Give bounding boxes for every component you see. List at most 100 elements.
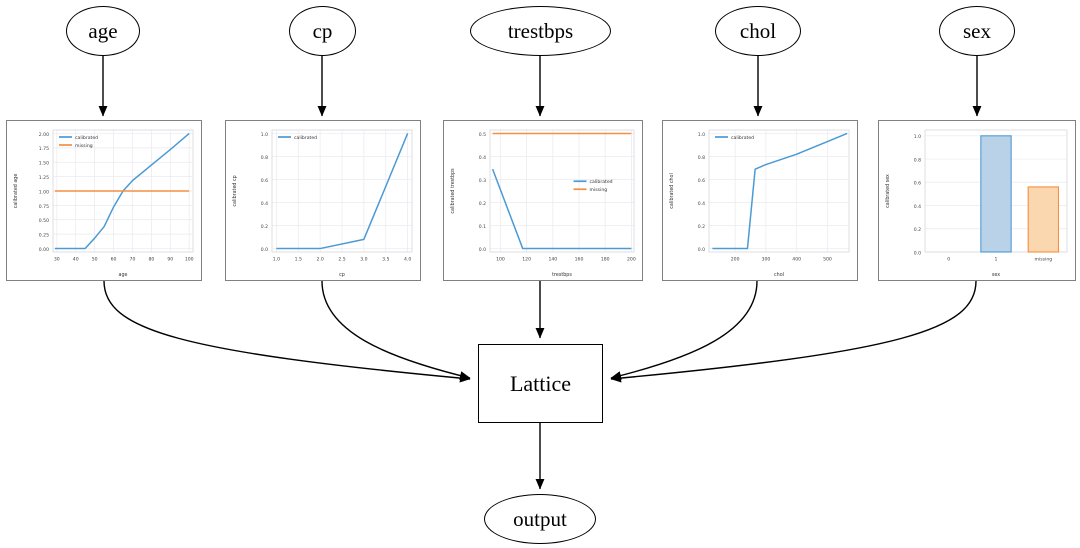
node-input-trestbps[interactable]: trestbps bbox=[470, 6, 611, 56]
svg-text:90: 90 bbox=[167, 257, 173, 263]
calibrator-panel-chol: 0.0 0.2 0.4 0.6 0.8 1.0 200 300 400 500 chol calibr… bbox=[662, 120, 858, 281]
svg-text:300: 300 bbox=[762, 257, 771, 263]
svg-text:30: 30 bbox=[54, 257, 60, 263]
svg-text:400: 400 bbox=[792, 257, 801, 263]
node-input-sex[interactable]: sex bbox=[939, 6, 1015, 56]
svg-text:120: 120 bbox=[522, 257, 531, 263]
svg-text:calibrated: calibrated bbox=[75, 135, 98, 141]
svg-text:1.00: 1.00 bbox=[39, 189, 49, 195]
svg-text:0.8: 0.8 bbox=[261, 155, 268, 161]
svg-text:2.0: 2.0 bbox=[316, 257, 323, 263]
node-label: chol bbox=[739, 18, 777, 43]
svg-text:80: 80 bbox=[148, 257, 154, 263]
node-input-cp[interactable]: cp bbox=[289, 6, 356, 56]
svg-text:0.6: 0.6 bbox=[698, 178, 705, 184]
svg-text:1.5: 1.5 bbox=[295, 257, 302, 263]
svg-text:calibrated: calibrated bbox=[731, 135, 754, 141]
svg-text:3.5: 3.5 bbox=[382, 257, 389, 263]
edge-cp-to-lattice bbox=[321, 280, 471, 380]
svg-text:0.4: 0.4 bbox=[698, 201, 705, 207]
svg-text:0.3: 0.3 bbox=[479, 178, 486, 184]
svg-text:0.00: 0.00 bbox=[39, 247, 49, 253]
svg-text:2.00: 2.00 bbox=[39, 132, 49, 138]
node-output[interactable]: output bbox=[484, 494, 596, 544]
svg-text:calibrated age: calibrated age bbox=[13, 174, 19, 209]
svg-text:0.2: 0.2 bbox=[914, 227, 921, 233]
svg-text:100: 100 bbox=[185, 257, 194, 263]
svg-text:0.0: 0.0 bbox=[479, 247, 486, 253]
svg-text:0.6: 0.6 bbox=[914, 181, 921, 187]
svg-text:1.0: 1.0 bbox=[914, 134, 921, 140]
svg-text:chol: chol bbox=[774, 272, 784, 278]
node-label: trestbps bbox=[507, 18, 574, 43]
svg-text:missing: missing bbox=[1035, 257, 1053, 263]
svg-text:160: 160 bbox=[575, 257, 584, 263]
svg-text:cp: cp bbox=[339, 273, 345, 278]
svg-text:1.0: 1.0 bbox=[261, 132, 268, 138]
svg-text:0.0: 0.0 bbox=[698, 247, 705, 253]
svg-text:0.2: 0.2 bbox=[261, 224, 268, 230]
svg-text:0.25: 0.25 bbox=[39, 233, 49, 239]
svg-text:3.0: 3.0 bbox=[360, 257, 367, 263]
svg-text:0.4: 0.4 bbox=[914, 204, 921, 210]
svg-text:1.0: 1.0 bbox=[698, 132, 705, 138]
node-input-age[interactable]: age bbox=[66, 6, 140, 56]
svg-text:0: 0 bbox=[947, 257, 950, 263]
svg-text:0.6: 0.6 bbox=[261, 178, 268, 184]
svg-text:40: 40 bbox=[73, 257, 79, 263]
node-label: cp bbox=[312, 18, 333, 43]
svg-text:0.1: 0.1 bbox=[479, 224, 486, 230]
svg-text:calibrated cp: calibrated cp bbox=[232, 175, 238, 206]
node-input-chol[interactable]: chol bbox=[715, 6, 801, 56]
svg-text:200: 200 bbox=[731, 257, 740, 263]
svg-text:0.0: 0.0 bbox=[914, 250, 921, 256]
svg-text:calibrated sex: calibrated sex bbox=[885, 174, 891, 208]
svg-text:2.5: 2.5 bbox=[338, 257, 345, 263]
svg-text:1.75: 1.75 bbox=[39, 146, 49, 152]
calibrator-panel-sex: 0.0 0.2 0.4 0.6 0.8 1.0 0 1 missing sex calibrated… bbox=[878, 120, 1076, 281]
svg-text:age: age bbox=[119, 273, 128, 278]
node-lattice[interactable]: Lattice bbox=[478, 344, 603, 423]
svg-text:500: 500 bbox=[823, 257, 832, 263]
svg-text:0.8: 0.8 bbox=[698, 155, 705, 161]
svg-text:180: 180 bbox=[601, 257, 610, 263]
svg-text:calibrated trestbps: calibrated trestbps bbox=[450, 168, 456, 214]
node-label: sex bbox=[963, 18, 991, 43]
edge-sex-to-lattice bbox=[610, 280, 977, 383]
svg-text:0.4: 0.4 bbox=[261, 201, 268, 207]
svg-text:0.4: 0.4 bbox=[479, 155, 486, 161]
lattice-label: Lattice bbox=[509, 370, 572, 396]
calibrator-panel-age: 0.00 0.25 0.50 0.75 1.00 1.25 1.50 1.75 2.00 30 40… bbox=[6, 120, 202, 281]
calibrator-panel-trestbps: 0.0 0.1 0.2 0.3 0.4 0.5 100 120 140 160 180 200 tres… bbox=[443, 120, 643, 281]
svg-text:0.5: 0.5 bbox=[479, 132, 486, 138]
svg-text:0.75: 0.75 bbox=[39, 204, 49, 210]
svg-text:0.2: 0.2 bbox=[479, 201, 486, 207]
edge-age-to-lattice bbox=[103, 280, 471, 383]
svg-text:0.8: 0.8 bbox=[914, 157, 921, 163]
svg-text:140: 140 bbox=[548, 257, 557, 263]
svg-text:200: 200 bbox=[627, 257, 636, 263]
svg-text:70: 70 bbox=[130, 257, 136, 263]
svg-text:sex: sex bbox=[992, 273, 1000, 278]
svg-text:1.0: 1.0 bbox=[273, 257, 280, 263]
svg-text:60: 60 bbox=[111, 257, 117, 263]
svg-text:calibrated chol: calibrated chol bbox=[669, 173, 675, 209]
svg-text:missing: missing bbox=[590, 187, 608, 193]
svg-text:calibrated: calibrated bbox=[590, 179, 613, 185]
svg-text:calibrated: calibrated bbox=[294, 135, 317, 141]
node-label: output bbox=[513, 506, 567, 531]
svg-text:1.50: 1.50 bbox=[39, 161, 49, 167]
svg-text:0.2: 0.2 bbox=[698, 224, 705, 230]
svg-text:0.50: 0.50 bbox=[39, 218, 49, 224]
svg-text:1: 1 bbox=[995, 257, 998, 263]
svg-text:50: 50 bbox=[92, 257, 98, 263]
svg-text:100: 100 bbox=[496, 257, 505, 263]
svg-text:trestbps: trestbps bbox=[552, 272, 572, 278]
svg-text:4.0: 4.0 bbox=[404, 257, 411, 263]
edge-chol-to-lattice bbox=[610, 280, 758, 380]
svg-text:missing: missing bbox=[75, 143, 93, 149]
svg-text:1.25: 1.25 bbox=[39, 175, 49, 181]
node-label: age bbox=[88, 18, 118, 43]
